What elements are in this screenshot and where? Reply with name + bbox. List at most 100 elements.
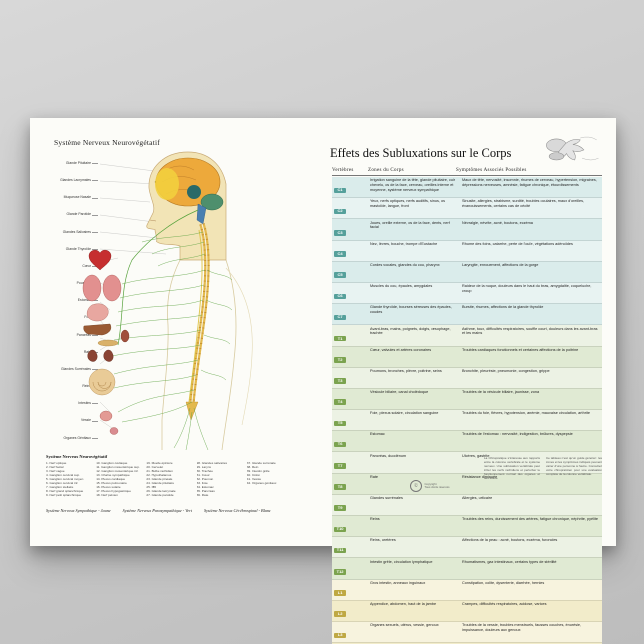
symptoms-cell: Bursite, rhumes, affections de la glande…: [462, 305, 544, 310]
legend-item: 9. Nerf petit splanchnique: [46, 493, 82, 498]
legend-item: 8. Nerf grand splanchnique: [46, 489, 84, 494]
leader-line: [92, 437, 98, 439]
legend-item: 20. Cervelet: [146, 465, 164, 470]
legend-item: 33. Foie: [196, 481, 208, 486]
vertebra-chip: T3: [334, 378, 347, 384]
anatomy-illustration: [82, 151, 253, 450]
color-key-item: Système Nerveux Parasympathique - Vert: [122, 508, 192, 513]
legend-item: 30. Trachée: [196, 469, 213, 474]
table-row: C3 Joues, oreille externe, os de la face…: [332, 219, 602, 241]
legend-item: 31. Cœur: [196, 473, 210, 478]
leader-line: [92, 163, 98, 165]
leader-line: [92, 300, 98, 302]
zone-cell: Muscles du cou, épaules, amygdales: [370, 284, 433, 289]
zone-cell: Yeux, nerfs optiques, nerfs auditifs, si…: [370, 199, 445, 209]
anatomy-label: Glande Thyroïde: [40, 247, 98, 251]
symptoms-cell: Allergies, urticaire: [462, 496, 493, 500]
legend-item: 17. Plexus hypogastrique: [96, 489, 131, 494]
table-row: C1 Irrigation sanguine de la tête, gland…: [332, 177, 602, 199]
legend-item: 7. Ganglion stellaire: [46, 485, 74, 490]
footnote-right: Ce tableau n'est qu'un guide général : l…: [546, 456, 602, 477]
anatomy-label: Pancréas: [40, 333, 98, 337]
table-row: T5 Foie, plexus solaire, circulation san…: [332, 410, 602, 432]
legend-item: 4. Ganglion cervical sup.: [46, 473, 80, 478]
anatomy-label: Glandes Surrénales: [40, 367, 98, 371]
legend-item: 16. Plexus solaire: [96, 485, 121, 490]
zone-cell: Appendice, abdomen, haut de la jambe: [370, 601, 437, 606]
numbered-legend: Système Nerveux Neurovégétatif 1. Nerf o…: [46, 454, 292, 497]
table-row: C4 Nez, lèvres, bouche, trompe d'Eustach…: [332, 240, 602, 262]
symptoms-cell: Rhume des foins, catarrhe, perte de l'ou…: [462, 241, 573, 246]
left-panel: Système Nerveux Neurovégétatif Glande Pi…: [40, 124, 292, 540]
color-key: Système Nerveux Sympathique - Jaune Syst…: [46, 508, 271, 513]
vertebra-chip: L1: [334, 590, 347, 596]
copyright-icon: ©: [410, 480, 422, 492]
legend-item: 36. Rate: [196, 493, 209, 498]
figure-area: Glande Pituitaire Glandes Lacrymales Muq…: [40, 150, 292, 450]
copyright-line1: Copyright: [424, 481, 437, 486]
zone-cell: Glande thyroïde, bourses séreuses des ép…: [370, 305, 452, 315]
table-row: C7 Glande thyroïde, bourses séreuses des…: [332, 304, 602, 326]
legend-item: 14. Plexus cardiaque: [96, 477, 126, 482]
vertebra-chip: T12: [334, 568, 347, 575]
vagus-nerve: [117, 209, 199, 346]
anatomy-label: Organes Génitaux: [40, 436, 98, 440]
nerve-branches: [111, 231, 233, 450]
table-header: Vertèbres Zones du Corps Symptômes Assoc…: [332, 168, 602, 176]
legend-title: Système Nerveux Neurovégétatif: [46, 454, 108, 459]
vertebra-chip: T1: [334, 335, 347, 342]
legend-item: 38. Rein: [246, 465, 259, 470]
leader-line: [92, 214, 98, 216]
symptoms-cell: Sinusite, allergies, strabisme, surdité,…: [462, 199, 585, 209]
table-row: T6 Estomac Troubles de l'estomac : nervo…: [332, 431, 602, 453]
symptoms-cell: Rhumatismes, gaz intestinaux, certains t…: [462, 559, 557, 564]
legend-item: 27. Glande parotide: [146, 493, 174, 498]
legend-item: 37. Glande surrénale: [246, 461, 276, 465]
header-vertebrae: Vertèbres: [332, 168, 354, 173]
copyright-stamp: © Copyright Tous droits réservés: [410, 480, 450, 492]
color-key-item: Système Nerveux Cérébrospinal - Blanc: [203, 508, 271, 513]
vertebra-chip: C4: [334, 251, 347, 257]
legend-item: 40. Côlon: [246, 473, 261, 478]
symptoms-cell: Bronchite, pleurésie, pneumonie, congest…: [462, 368, 550, 373]
poster: Système Nerveux Neurovégétatif Glande Pi…: [30, 118, 616, 644]
spleen: [120, 329, 130, 343]
legend-item: 39. Intestin grêle: [246, 469, 270, 474]
vertebra-chip: T7: [334, 463, 347, 469]
zone-cell: Joues, oreille externe, os de la face, d…: [370, 220, 450, 230]
vertebra-chip: C6: [334, 293, 347, 300]
header-zones: Zones du Corps: [368, 168, 404, 173]
anatomy-label: Muqueuse Nasale: [40, 195, 98, 199]
kidney-left: [87, 349, 98, 362]
leader-line: [92, 334, 98, 336]
symptoms-cell: Troubles de l'estomac : nervosité, indig…: [462, 432, 573, 437]
leader-line: [92, 266, 98, 268]
legend-item: 13. Chaîne sympathique: [96, 473, 130, 478]
leader-line: [92, 180, 98, 182]
left-title: Système Nerveux Neurovégétatif: [54, 138, 160, 147]
table-row: T4 Vésicule biliaire, canal cholédoque T…: [332, 388, 602, 411]
vertebra-chip: T11: [334, 547, 347, 554]
brain-illustration: [155, 157, 224, 225]
vertebra-chip: T2: [334, 357, 347, 363]
table-row: L3 Organes sexuels, utérus, vessie, geno…: [332, 621, 602, 644]
legend-item: 23. Glande pinéale: [146, 477, 173, 482]
lung-right: [102, 274, 122, 302]
zone-cell: Foie, plexus solaire, circulation sangui…: [370, 411, 439, 416]
legend-item: 12. Ganglion mésentérique inf.: [96, 469, 139, 474]
table-row: C2 Yeux, nerfs optiques, nerfs auditifs,…: [332, 198, 602, 220]
symptoms-cell: Affections de la peau : acné, boutons, e…: [462, 538, 558, 543]
zone-cell: Organes sexuels, utérus, vessie, genoux: [370, 623, 439, 628]
mouth-line: [149, 219, 157, 222]
table-row: T10 Reins Troubles des reins, durcisseme…: [332, 516, 602, 538]
symptoms-cell: Névralgie, névrite, acné, boutons, eczém…: [462, 220, 533, 225]
legend-item: 1. Nerf optique: [46, 461, 67, 465]
spinal-cord: [185, 223, 210, 421]
symptoms-cell: Laryngite, enrouement, affections de la …: [462, 262, 539, 267]
zone-cell: Reins: [370, 517, 380, 522]
vertebra-chip: T9: [334, 505, 347, 511]
leader-line: [92, 197, 98, 199]
legend-item: 42. Organes génitaux: [246, 481, 277, 486]
symptoms-cell: Asthme, toux, difficultés respiratoires,…: [462, 326, 598, 336]
footnote-left: La Chiropratique s'intéresse aux rapport…: [484, 456, 540, 481]
